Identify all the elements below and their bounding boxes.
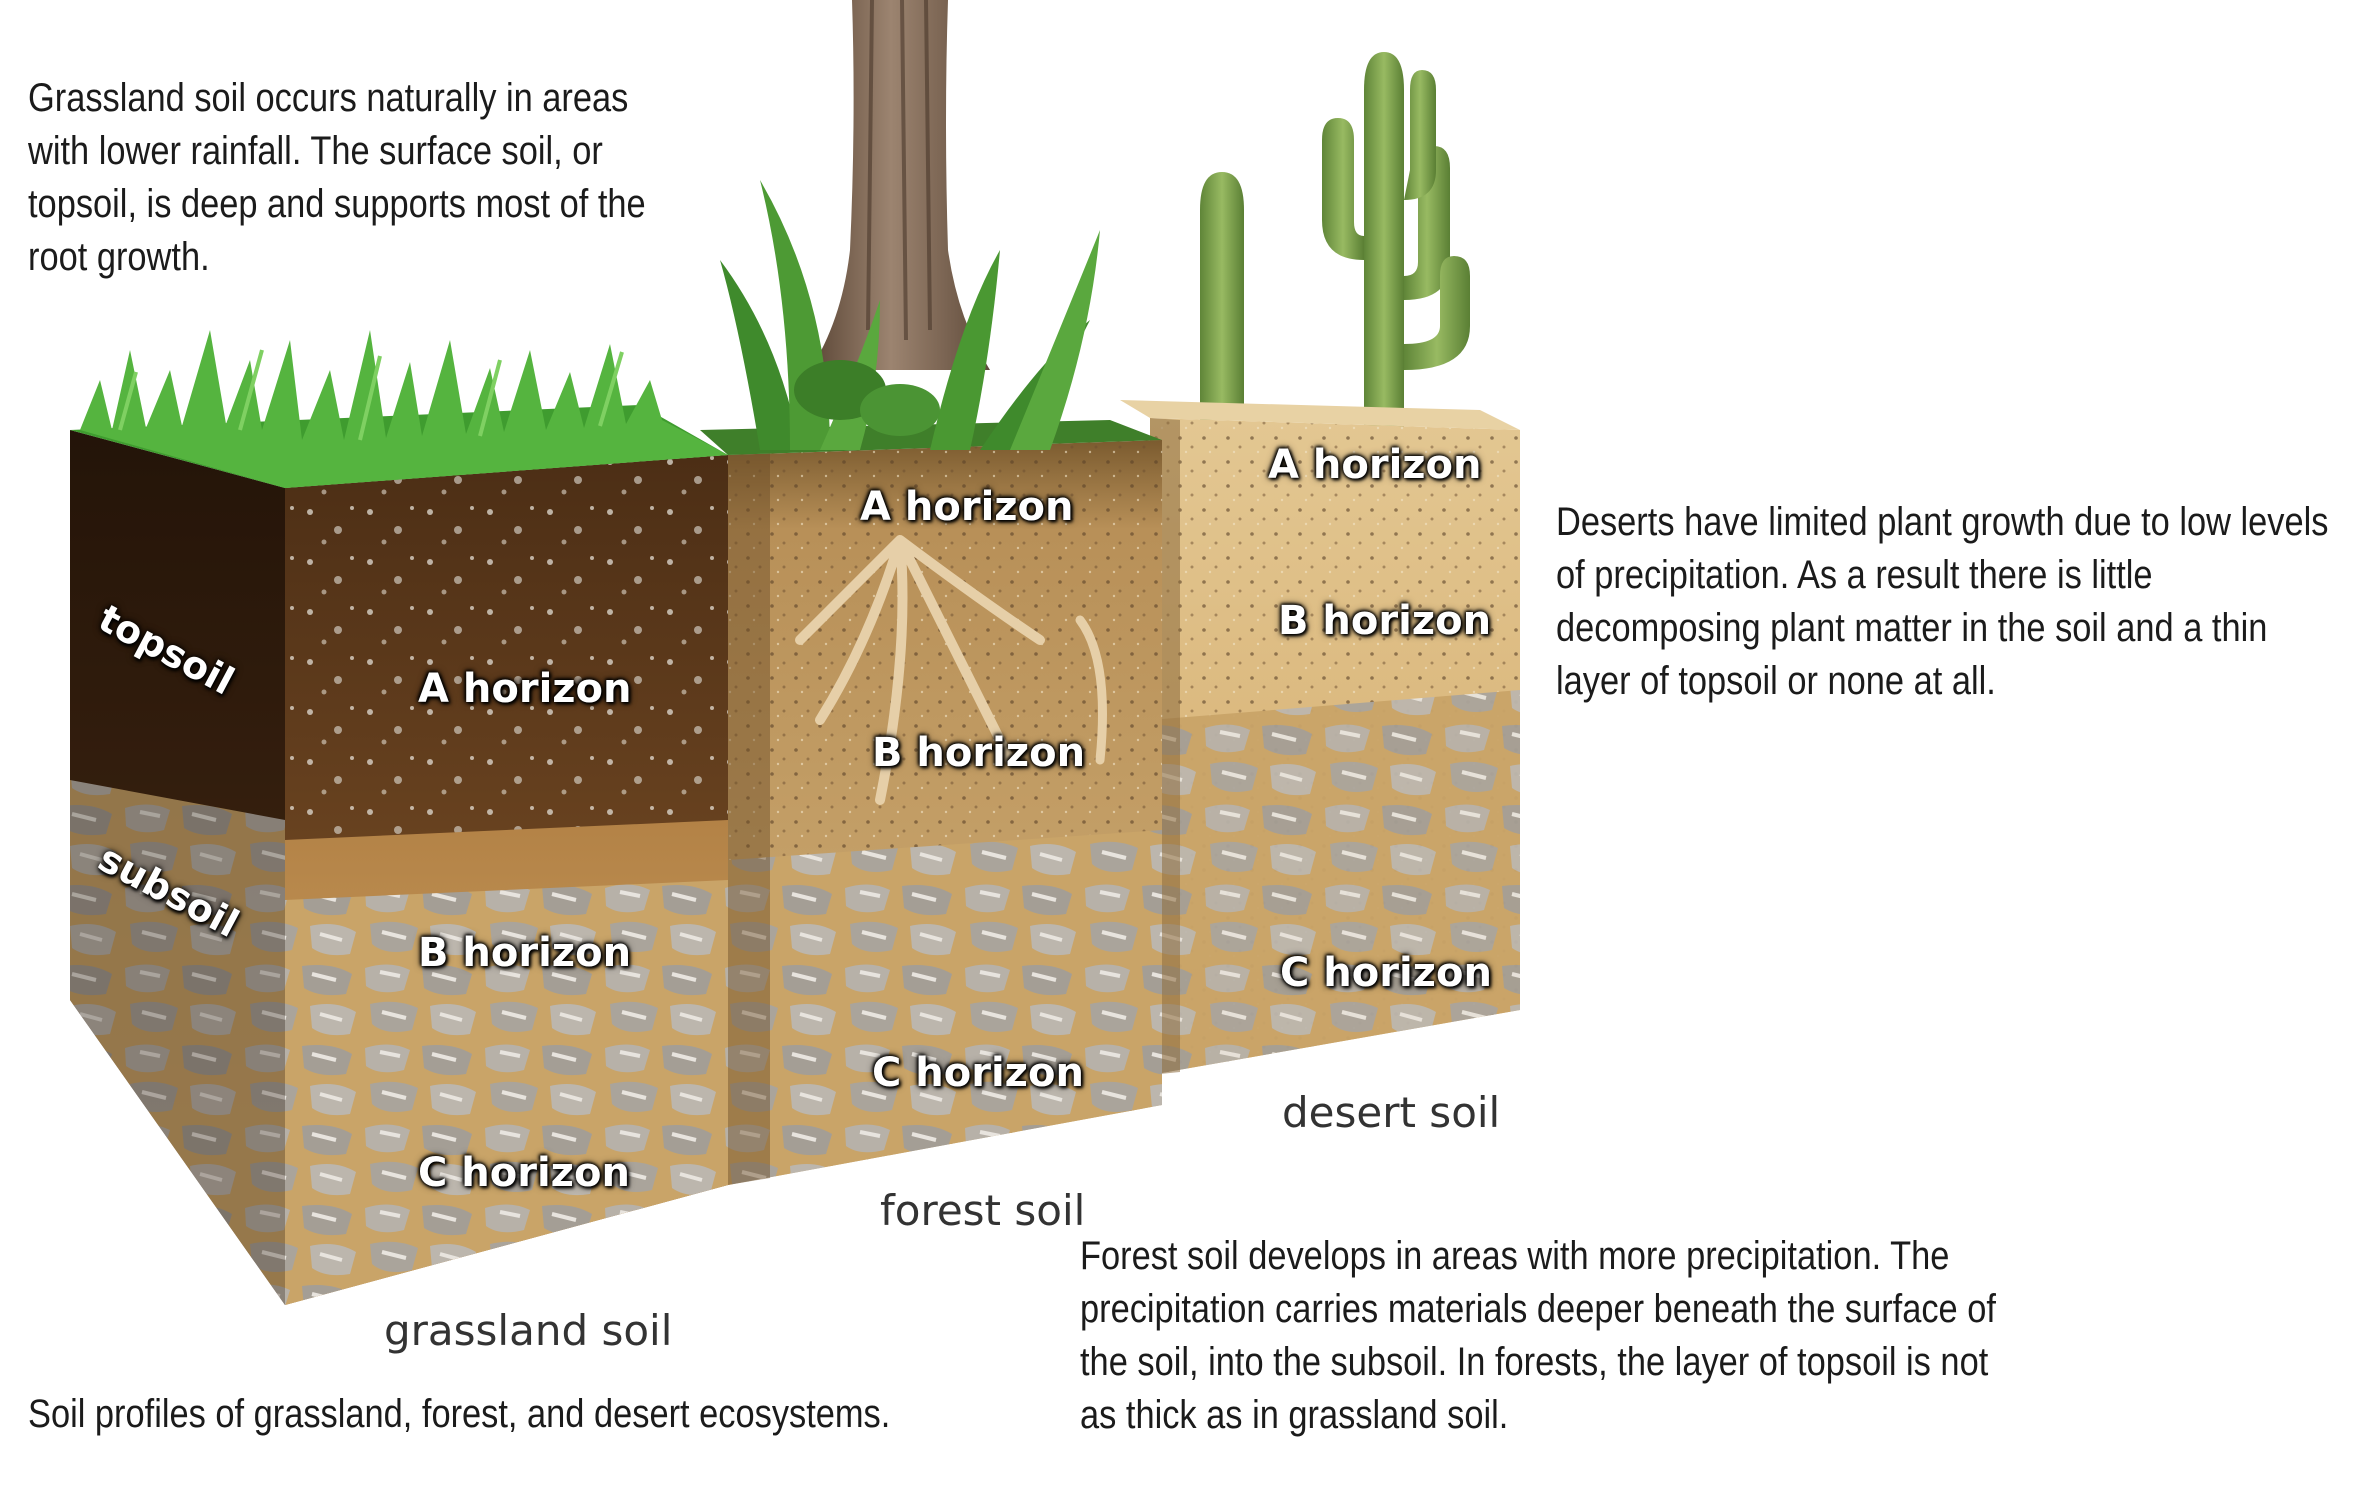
cactus-small-icon [1200,172,1244,420]
forest-soil-label: forest soil [880,1186,1086,1235]
desert-a-horizon-label: A horizon [1268,442,1482,488]
desert-description: Deserts have limited plant growth due to… [1556,500,2329,703]
desert-b-horizon-label: B horizon [1278,598,1492,644]
grassland-soil-label: grassland soil [384,1306,673,1355]
desert-soil-block [1120,400,1520,1075]
grassland-a-horizon-label: A horizon [418,666,632,712]
grassland-description: Grassland soil occurs naturally in areas… [28,76,646,279]
forest-b-horizon-label: B horizon [872,730,1086,776]
figure-caption: Soil profiles of grassland, forest, and … [28,1392,891,1436]
grass-icon [80,330,728,488]
forest-a-horizon-label: A horizon [860,484,1074,530]
forest-plants-icon [720,180,1100,450]
forest-soil-block [700,420,1162,1185]
forest-description: Forest soil develops in areas with more … [1080,1234,1996,1437]
grassland-c-horizon-label: C horizon [418,1150,630,1196]
desert-c-horizon-label: C horizon [1280,950,1492,996]
cactus-saguaro-icon [1322,52,1470,430]
grassland-b-horizon-label: B horizon [418,930,632,976]
tree-trunk [810,0,990,370]
desert-soil-label: desert soil [1282,1088,1501,1137]
forest-c-horizon-label: C horizon [872,1050,1084,1096]
